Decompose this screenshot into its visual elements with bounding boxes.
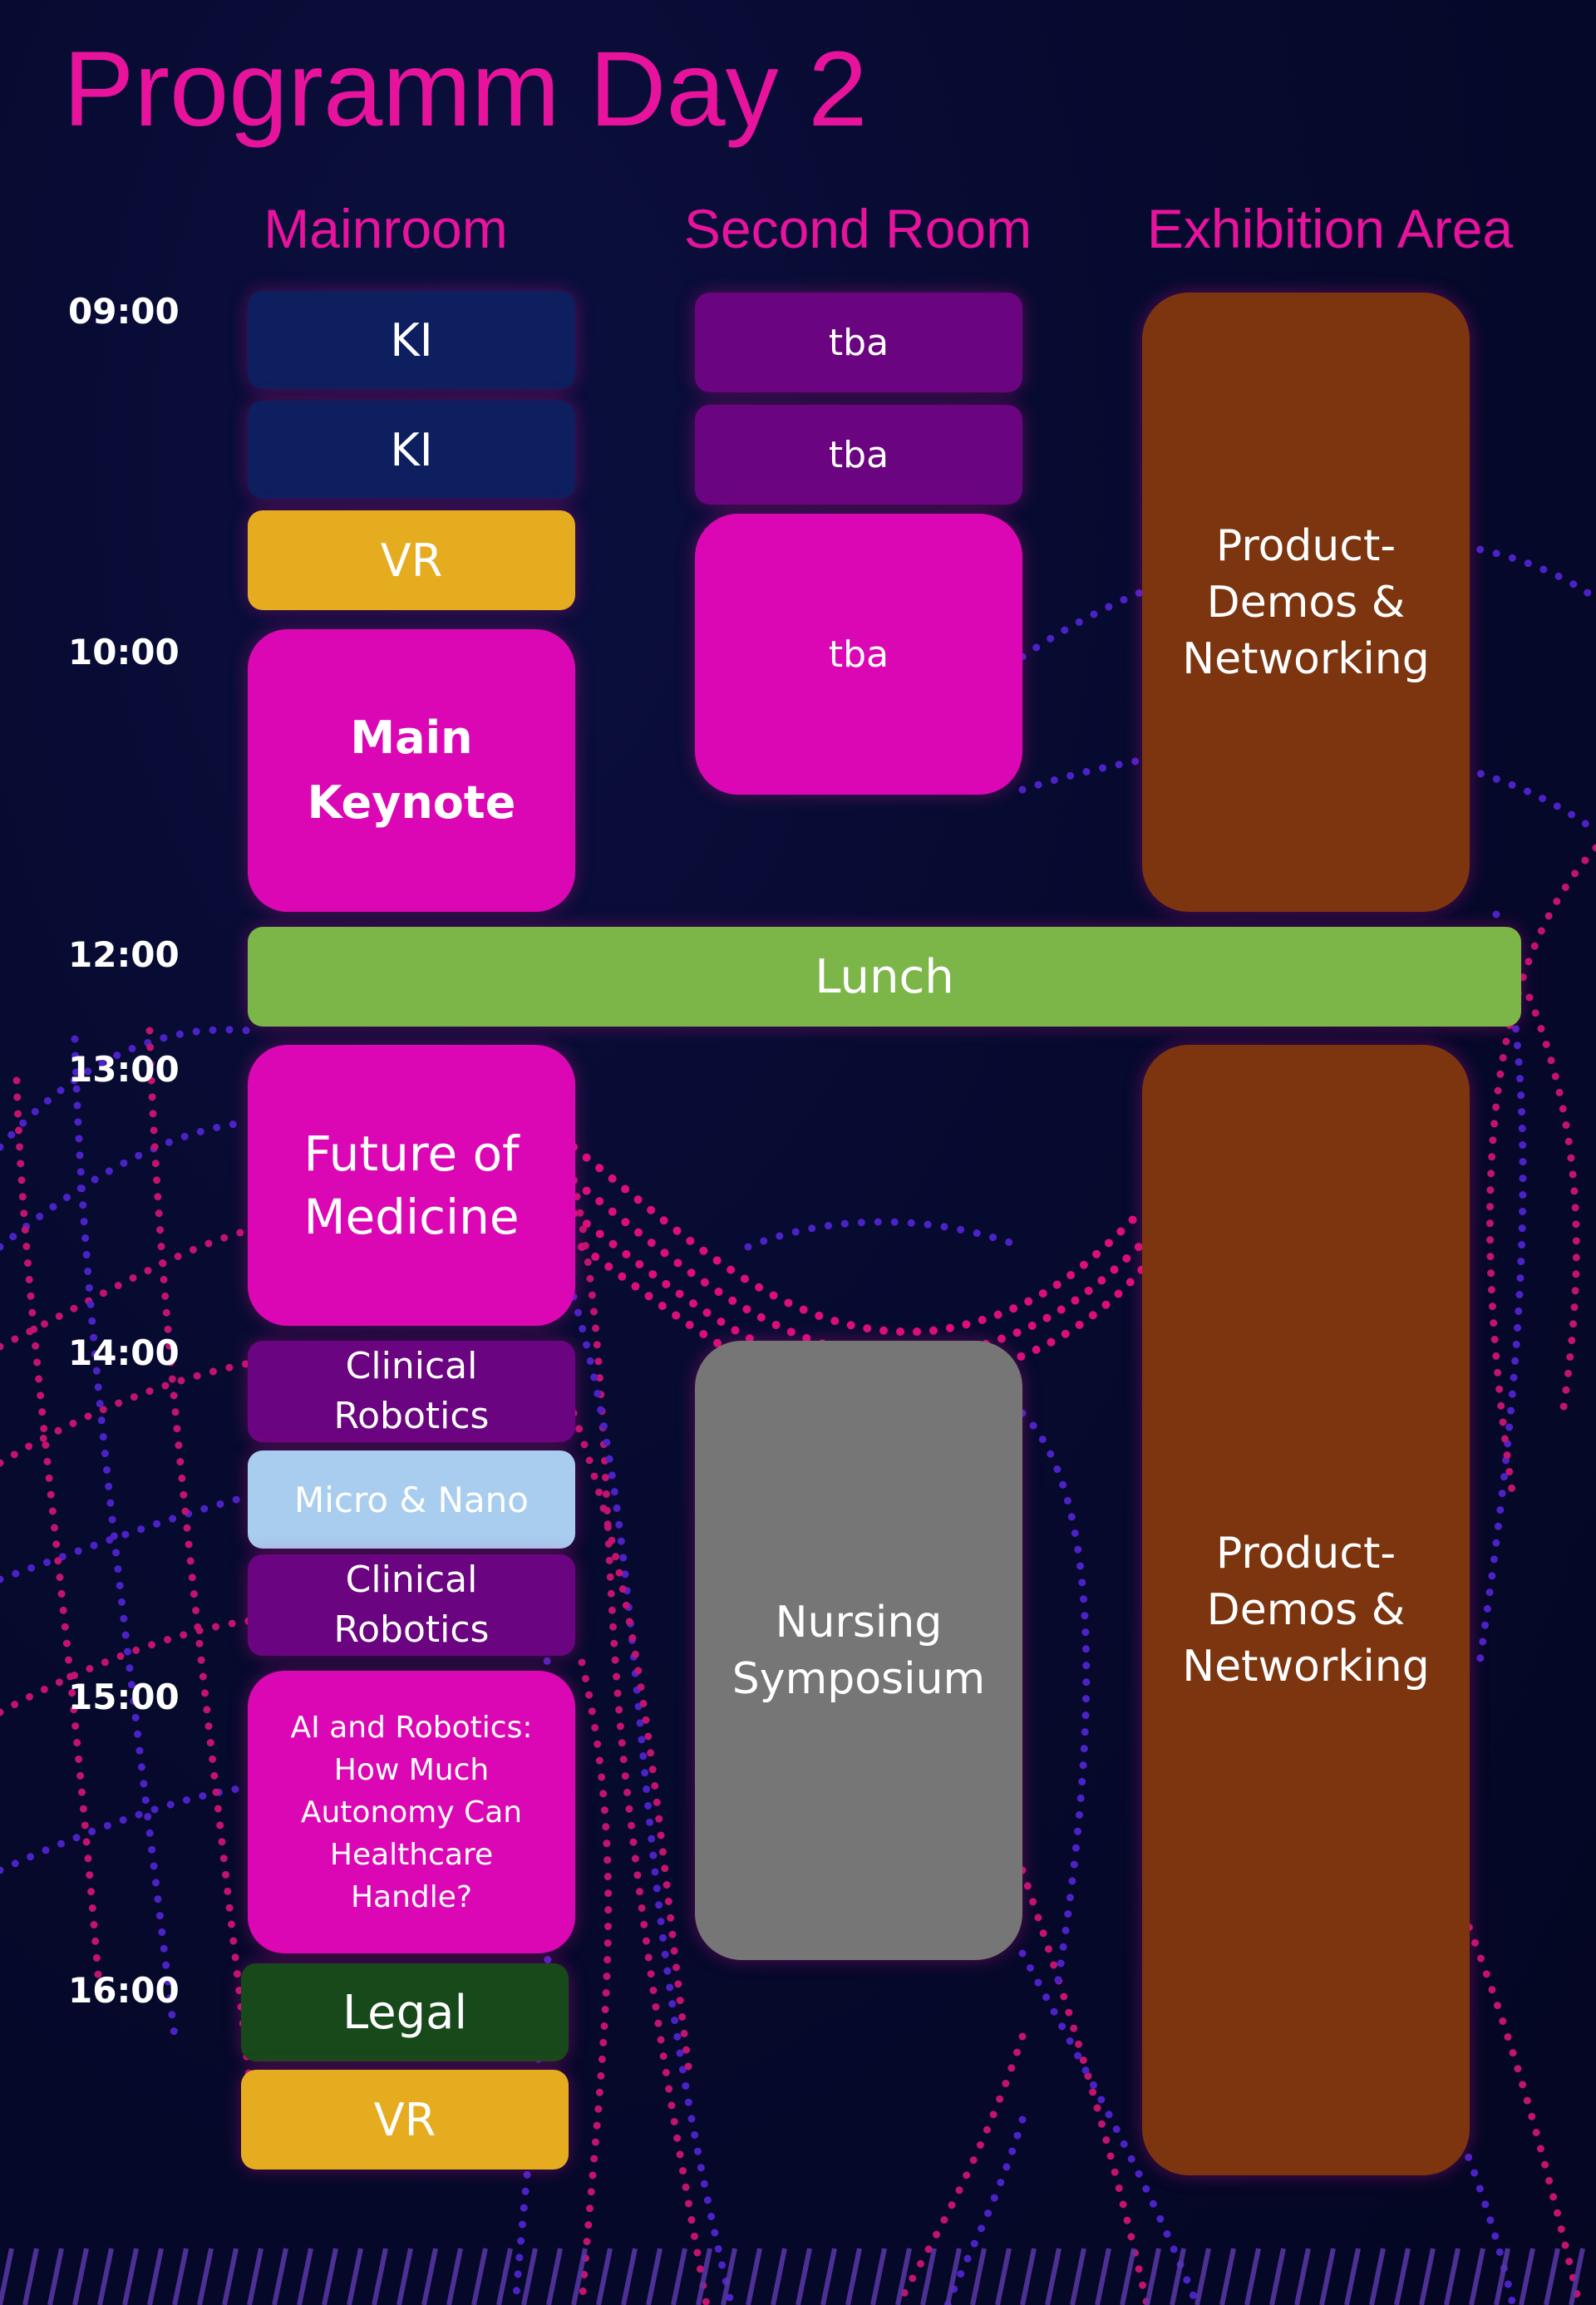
session-clinical-robotics-1[interactable]: Clinical Robotics bbox=[248, 1341, 575, 1442]
time-label-1200: 12:00 bbox=[68, 934, 180, 975]
time-label-1300: 13:00 bbox=[68, 1049, 180, 1090]
session-exhibition-morning[interactable]: Product- Demos & Networking bbox=[1142, 293, 1470, 912]
session-ki-2[interactable]: KI bbox=[248, 401, 575, 499]
session-clinical-robotics-2[interactable]: Clinical Robotics bbox=[248, 1554, 575, 1656]
time-label-1600: 16:00 bbox=[68, 1970, 180, 2011]
column-header-exhibition-area: Exhibition Area bbox=[1146, 198, 1514, 259]
column-header-mainroom: Mainroom bbox=[264, 198, 508, 259]
session-tba-1[interactable]: tba bbox=[695, 293, 1022, 392]
session-vr-morning[interactable]: VR bbox=[248, 510, 575, 610]
session-nursing-symposium[interactable]: Nursing Symposium bbox=[695, 1341, 1022, 1960]
time-label-1000: 10:00 bbox=[68, 632, 180, 672]
session-ai-and-robotics[interactable]: AI and Robotics: How Much Autonomy Can H… bbox=[248, 1671, 575, 1953]
session-ki-1[interactable]: KI bbox=[248, 291, 575, 389]
session-tba-3[interactable]: tba bbox=[695, 514, 1022, 795]
time-label-1500: 15:00 bbox=[68, 1677, 180, 1717]
session-future-of-medicine[interactable]: Future of Medicine bbox=[248, 1045, 575, 1326]
session-legal[interactable]: Legal bbox=[241, 1963, 569, 2061]
session-micro-nano[interactable]: Micro & Nano bbox=[248, 1450, 575, 1549]
session-exhibition-afternoon[interactable]: Product- Demos & Networking bbox=[1142, 1045, 1470, 2175]
column-header-second-room: Second Room bbox=[683, 198, 1032, 259]
session-lunch[interactable]: Lunch bbox=[248, 927, 1521, 1027]
time-label-1400: 14:00 bbox=[68, 1332, 180, 1373]
session-vr-afternoon[interactable]: VR bbox=[241, 2070, 569, 2170]
page-title: Programm Day 2 bbox=[63, 30, 868, 149]
session-main-keynote[interactable]: Main Keynote bbox=[248, 629, 575, 912]
time-label-0900: 09:00 bbox=[68, 291, 180, 332]
session-tba-2[interactable]: tba bbox=[695, 405, 1022, 505]
